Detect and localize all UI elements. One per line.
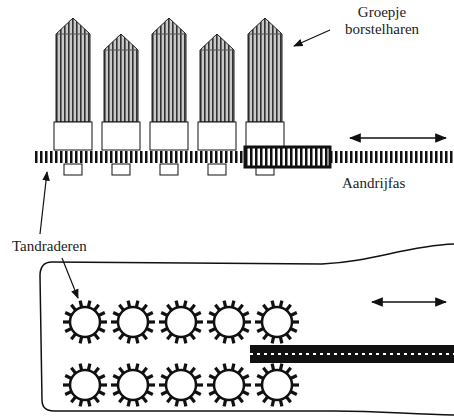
- tuft-holder: [150, 122, 188, 150]
- gear-hub: [160, 164, 178, 175]
- drive-shaft: [245, 147, 330, 167]
- gear-wheel: [262, 307, 292, 337]
- bristle-tuft: [56, 18, 90, 122]
- drive-shaft-rack: [250, 345, 454, 363]
- gear-wheel: [166, 307, 196, 337]
- motion-arrow: [350, 137, 446, 139]
- gear-wheel: [118, 370, 148, 400]
- tuft-holder: [198, 122, 236, 150]
- rack-teeth: [250, 353, 454, 355]
- bristle-tuft: [200, 34, 234, 122]
- gear-wheel: [262, 370, 292, 400]
- leader-line: [62, 258, 78, 298]
- part-label: Groepje borstelharen: [332, 4, 432, 37]
- gear-hub: [112, 164, 130, 175]
- gear-wheel: [70, 370, 100, 400]
- bristle-tuft: [248, 18, 282, 122]
- tuft-edge: [248, 34, 282, 35]
- gear-hub: [208, 164, 226, 175]
- part-label: Aandrijfas: [342, 175, 450, 192]
- gear-wheel: [214, 307, 244, 337]
- leader-line: [40, 172, 47, 234]
- tuft-edge: [56, 34, 90, 35]
- motion-arrow: [372, 301, 446, 303]
- gear-wheel: [166, 370, 196, 400]
- tuft-edge: [104, 50, 138, 51]
- bristle-tuft: [152, 18, 186, 122]
- gear-wheel: [70, 307, 100, 337]
- brush-head-outline: [40, 244, 454, 415]
- tuft-holder: [102, 122, 140, 150]
- part-label: Tandraderen: [12, 238, 122, 255]
- tuft-edge: [152, 34, 186, 35]
- gear-hub: [64, 164, 82, 175]
- tuft-edge: [200, 50, 234, 51]
- tuft-holder: [54, 122, 92, 150]
- gear-wheel: [118, 307, 148, 337]
- bristle-tuft: [104, 34, 138, 122]
- leader-line: [294, 30, 330, 46]
- gear-wheel: [214, 370, 244, 400]
